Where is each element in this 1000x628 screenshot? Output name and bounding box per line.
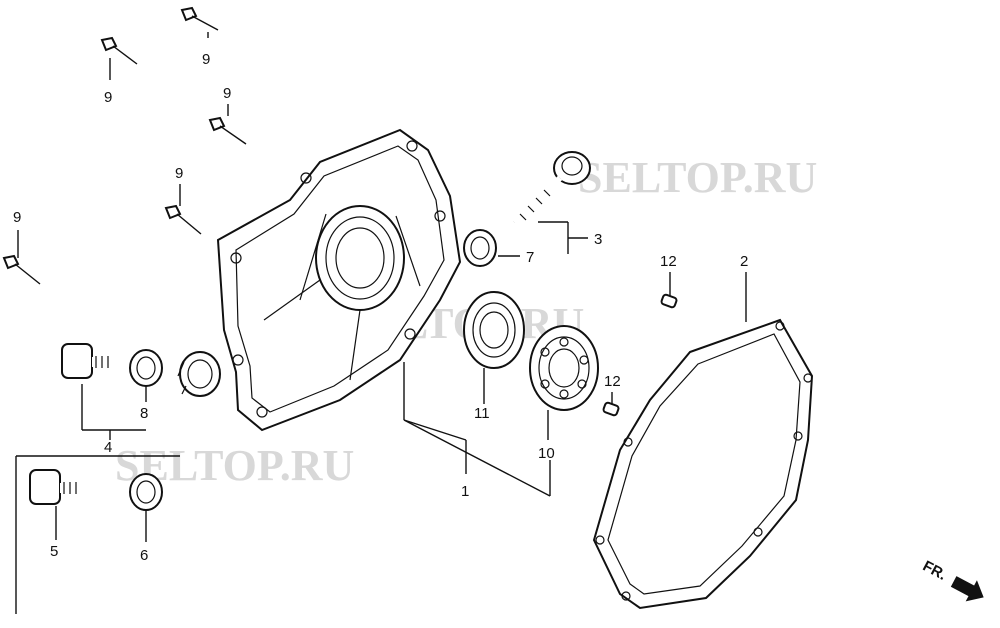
sealing-washer[interactable] bbox=[463, 229, 497, 267]
sealing-washer[interactable] bbox=[129, 349, 163, 387]
drain-plug-assembly-plug[interactable] bbox=[61, 343, 112, 379]
callout-9: 9 bbox=[223, 85, 231, 102]
flange-bolt-icon[interactable] bbox=[2, 254, 41, 285]
oil-seal[interactable] bbox=[463, 291, 525, 369]
callout-1: 1 bbox=[461, 483, 469, 500]
callout-4: 4 bbox=[104, 439, 112, 456]
front-direction-indicator: FR. bbox=[920, 557, 984, 602]
leader-lines bbox=[15, 32, 747, 614]
arrow-right-icon bbox=[950, 576, 984, 602]
watermark-top: SELTOP.RU bbox=[578, 153, 817, 202]
dowel-pin[interactable] bbox=[602, 401, 620, 417]
callout-3: 3 bbox=[594, 231, 602, 248]
callout-7: 7 bbox=[526, 249, 534, 266]
flange-bolt-icon[interactable] bbox=[208, 116, 247, 145]
radial-ball-bearing[interactable] bbox=[529, 325, 599, 411]
callout-12: 12 bbox=[660, 253, 677, 270]
crankcase-cover[interactable] bbox=[177, 128, 462, 432]
callout-10: 10 bbox=[538, 445, 555, 462]
front-label: FR. bbox=[920, 557, 949, 583]
callout-9: 9 bbox=[13, 209, 21, 226]
callout-2: 2 bbox=[740, 253, 748, 270]
callout-11: 11 bbox=[474, 405, 490, 422]
flange-bolt-icon[interactable] bbox=[180, 6, 219, 31]
callout-5: 5 bbox=[50, 543, 58, 560]
dowel-pin[interactable] bbox=[660, 293, 678, 309]
callout-8: 8 bbox=[140, 405, 148, 422]
flange-bolt-icon[interactable] bbox=[100, 36, 138, 65]
callout-9: 9 bbox=[175, 165, 183, 182]
callout-6: 6 bbox=[140, 547, 148, 564]
sealing-washer[interactable] bbox=[129, 473, 163, 511]
flange-bolt-icon[interactable] bbox=[164, 204, 202, 235]
drain-plug[interactable] bbox=[29, 469, 80, 505]
crankcase-gasket[interactable] bbox=[592, 318, 814, 610]
oil-level-gauge[interactable] bbox=[511, 151, 591, 225]
callout-12: 12 bbox=[604, 373, 621, 390]
callout-9: 9 bbox=[104, 89, 112, 106]
callout-9: 9 bbox=[202, 51, 210, 68]
